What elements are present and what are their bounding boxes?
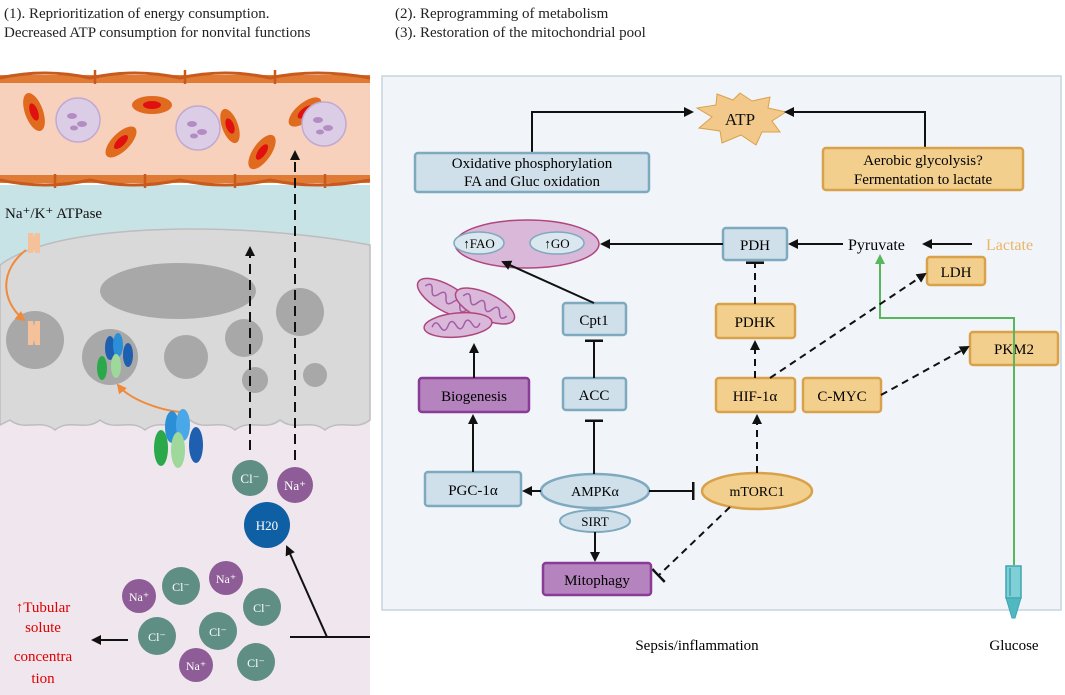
nucleus [100, 263, 256, 319]
sepsis-label: Sepsis/inflammation [635, 638, 759, 654]
svg-text:Aerobic glycolysis?: Aerobic glycolysis? [863, 153, 983, 169]
lactate-label: Lactate [986, 237, 1033, 254]
na-k-atpase-label: Na⁺/K⁺ ATPase [5, 206, 102, 222]
vesicle [303, 363, 327, 387]
svg-text:Na⁺: Na⁺ [129, 590, 149, 604]
svg-text:Na⁺: Na⁺ [216, 572, 236, 586]
svg-text:LDH: LDH [941, 265, 972, 281]
svg-text:PGC-1α: PGC-1α [448, 483, 498, 499]
atp-burst [695, 92, 788, 146]
vesicle [225, 319, 263, 357]
svg-text:C-MYC: C-MYC [817, 389, 866, 405]
tubular-lumen [0, 415, 370, 695]
header-line-3: (2). Reprogramming of metabolism [395, 6, 609, 22]
svg-text:AMPKα: AMPKα [571, 485, 619, 500]
svg-text:Cl⁻: Cl⁻ [253, 601, 271, 615]
transporter-cluster-icon [97, 333, 133, 380]
mitochondrion-fao-go: ↑FAO ↑GO [453, 219, 600, 269]
svg-text:Na⁺: Na⁺ [186, 659, 206, 673]
tubular-cell [0, 228, 371, 431]
svg-text:Biogenesis: Biogenesis [441, 389, 507, 405]
vesicle [164, 335, 208, 379]
oxidative-phosphorylation-box [413, 151, 651, 194]
svg-text:PDH: PDH [740, 238, 770, 254]
svg-text:mTORC1: mTORC1 [730, 485, 785, 500]
ion-cl [232, 460, 268, 496]
red-blood-cells [23, 92, 322, 170]
svg-text:ACC: ACC [579, 388, 610, 404]
tubular-solute-label: ↑Tubular solute concentra tion [14, 600, 73, 687]
svg-text:Cl⁻: Cl⁻ [148, 630, 166, 644]
svg-text:Na⁺: Na⁺ [284, 478, 306, 493]
header-line-4: (3). Restoration of the mitochondrial po… [395, 25, 646, 41]
svg-text:Cl⁻: Cl⁻ [209, 625, 227, 639]
ion-na [277, 467, 313, 503]
vesicle [242, 367, 268, 393]
svg-text:Cpt1: Cpt1 [579, 313, 608, 329]
svg-text:HIF-1α: HIF-1α [733, 389, 778, 405]
mitophagy-box [541, 561, 653, 597]
svg-text:concentra: concentra [14, 649, 73, 665]
left-cell-panel: Cl⁻ Na⁺ H20 Na⁺ Cl⁻ Na⁺ Cl⁻ Cl⁻ Cl⁻ Na⁺ … [0, 70, 371, 695]
svg-text:Fermentation to lactate: Fermentation to lactate [854, 172, 993, 188]
atp-label: ATP [725, 110, 755, 129]
metabolism-panel: ATP Oxidative phosphorylation FA and Glu… [381, 75, 1062, 619]
svg-text:Cl⁻: Cl⁻ [247, 656, 265, 670]
svg-text:Cl⁻: Cl⁻ [172, 580, 190, 594]
svg-text:SIRT: SIRT [581, 514, 608, 529]
lumen-ions: Na⁺ Cl⁻ Na⁺ Cl⁻ Cl⁻ Cl⁻ Na⁺ Cl⁻ [122, 561, 281, 682]
ldh-box [925, 255, 987, 287]
pyruvate-label: Pyruvate [848, 237, 905, 254]
mitochondria-icon [416, 277, 516, 339]
svg-text:↑GO: ↑GO [544, 236, 569, 251]
svg-text:PDHK: PDHK [735, 315, 776, 331]
cpt1-box [561, 301, 628, 337]
svg-text:Cl⁻: Cl⁻ [240, 471, 259, 486]
na-k-atpase-icon [28, 233, 40, 345]
water-molecule [244, 502, 290, 548]
glucose-label: Glucose [989, 638, 1038, 654]
svg-text:FA and Gluc oxidation: FA and Gluc oxidation [464, 174, 600, 190]
svg-text:tion: tion [31, 671, 55, 687]
svg-text:H20: H20 [256, 518, 278, 533]
svg-text:↑FAO: ↑FAO [463, 236, 495, 251]
svg-text:↑Tubular: ↑Tubular [16, 600, 70, 616]
recycling-arrow [5, 249, 27, 322]
glucose-pipette-icon [1005, 565, 1022, 619]
vesicle [276, 288, 324, 336]
white-blood-cells [55, 97, 347, 151]
svg-text:Mitophagy: Mitophagy [564, 573, 630, 589]
svg-text:solute: solute [25, 620, 61, 636]
aerobic-glycolysis-box [821, 146, 1025, 192]
svg-text:Oxidative phosphorylation: Oxidative phosphorylation [452, 156, 613, 172]
membrane-transporter-icon [154, 409, 203, 468]
header-line-2: Decreased ATP consumption for nonvital f… [4, 25, 311, 41]
header-line-1: (1). Reprioritization of energy consumpt… [4, 6, 270, 22]
